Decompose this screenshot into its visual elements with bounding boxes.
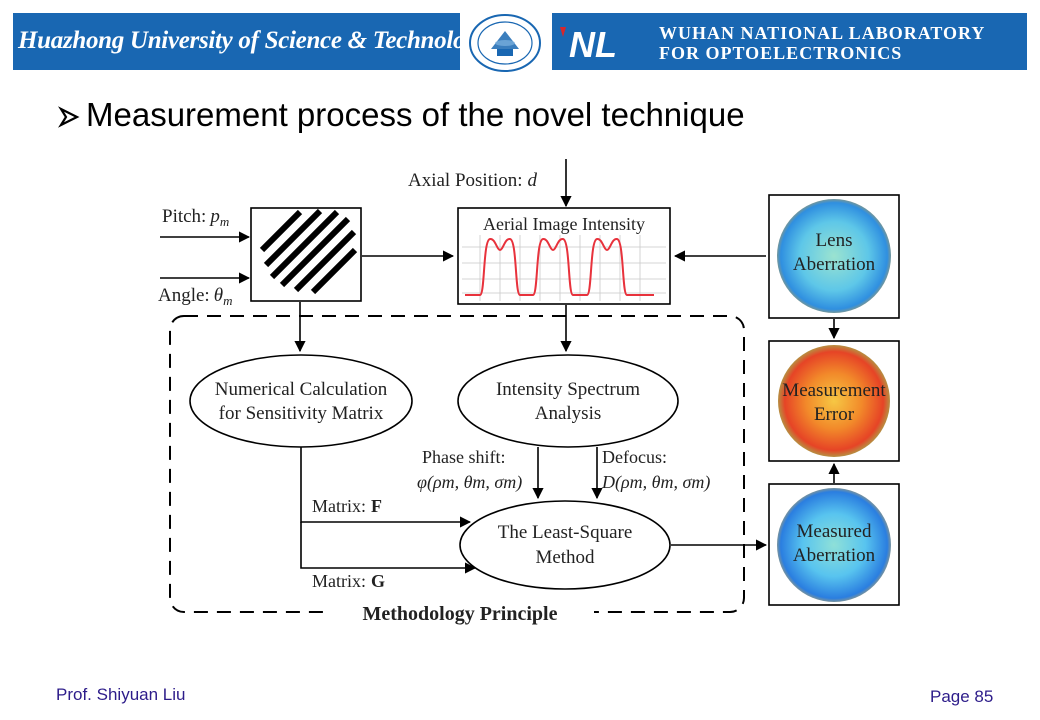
matrix-g-arrow bbox=[300, 522, 477, 574]
lens-aberration-line2: Aberration bbox=[793, 254, 876, 275]
lab-banner: NL WUHAN NATIONAL LABORATORY FOR OPTOELE… bbox=[552, 13, 1027, 70]
university-seal-icon bbox=[469, 14, 541, 72]
lab-name-line2: FOR OPTOELECTRONICS bbox=[659, 43, 903, 63]
measured-aberration-map: Measured Aberration bbox=[768, 483, 900, 606]
axial-position-label: Axial Position:d bbox=[408, 170, 538, 191]
least-square-line1: The Least-Square bbox=[498, 522, 633, 543]
grating-mask-icon bbox=[250, 207, 362, 302]
defocus-label: Defocus: bbox=[602, 447, 667, 467]
pitch-label: Pitch:pm bbox=[162, 206, 229, 229]
phase-shift-formula: φ(ρm, θm, σm) bbox=[417, 472, 522, 493]
matrix-f-label: Matrix:F bbox=[312, 496, 382, 516]
nl-logo-icon: NL bbox=[560, 24, 617, 65]
measured-aberration-line2: Aberration bbox=[793, 545, 876, 566]
measured-aberration-line1: Measured bbox=[797, 521, 872, 542]
lens-aberration-map: Lens Aberration bbox=[768, 194, 900, 319]
university-banner: Huazhong University of Science & Technol… bbox=[13, 13, 489, 70]
methodology-label-bg bbox=[326, 599, 594, 627]
aerial-intensity-curve bbox=[465, 238, 654, 296]
numerical-calc-line2: for Sensitivity Matrix bbox=[219, 403, 384, 424]
university-name: Huazhong University of Science & Technol… bbox=[18, 27, 489, 54]
numerical-calc-node bbox=[189, 354, 413, 448]
measurement-error-line2: Error bbox=[814, 404, 855, 425]
lens-aberration-line1: Lens bbox=[816, 230, 853, 251]
spectrum-analysis-line2: Analysis bbox=[535, 403, 602, 424]
least-square-line2: Method bbox=[535, 547, 595, 568]
aerial-image-plot: Aerial Image Intensity bbox=[457, 207, 671, 305]
spectrum-analysis-node bbox=[457, 354, 679, 448]
measurement-diagram: Axial Position:d Pitch:pm Angle:θm bbox=[158, 159, 900, 627]
footer-page-number: Page 85 bbox=[930, 687, 994, 706]
nl-logo-text: NL bbox=[569, 24, 617, 65]
aerial-image-title: Aerial Image Intensity bbox=[483, 214, 645, 234]
angle-label: Angle:θm bbox=[158, 285, 232, 308]
matrix-g-label: Matrix:G bbox=[312, 571, 385, 591]
arrow-bullet-icon bbox=[57, 96, 86, 134]
spectrum-analysis-line1: Intensity Spectrum bbox=[496, 379, 640, 400]
measurement-error-line1: Measurement bbox=[782, 380, 886, 401]
slide-title-row: Measurement process of the novel techniq… bbox=[57, 96, 745, 134]
methodology-label: Methodology Principle bbox=[363, 603, 558, 625]
measurement-error-map: Measurement Error bbox=[768, 340, 900, 462]
slide-title: Measurement process of the novel techniq… bbox=[86, 96, 745, 133]
phase-shift-label: Phase shift: bbox=[422, 447, 506, 467]
numerical-calc-line1: Numerical Calculation bbox=[215, 379, 388, 400]
defocus-formula: D(ρm, θm, σm) bbox=[601, 472, 710, 493]
lab-name-line1: WUHAN NATIONAL LABORATORY bbox=[659, 23, 986, 43]
least-square-node bbox=[459, 500, 671, 590]
footer-author: Prof. Shiyuan Liu bbox=[56, 685, 186, 704]
